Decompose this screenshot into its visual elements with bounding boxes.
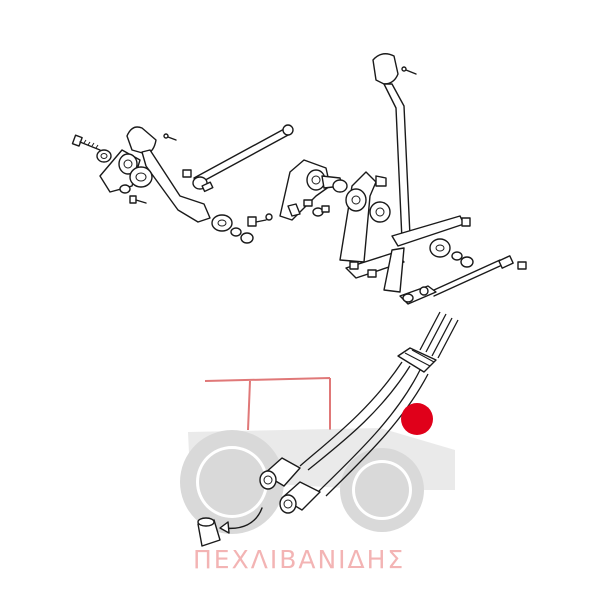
cable-end-fitting-1 xyxy=(259,457,301,490)
right-lever-assembly xyxy=(339,53,527,305)
lever-knob-right xyxy=(372,53,399,85)
left-lever-assembly xyxy=(71,124,294,244)
bolt-small xyxy=(129,195,147,204)
watermark-frame xyxy=(204,377,331,431)
cable-cap xyxy=(197,517,221,547)
watermark-front-wheel xyxy=(340,448,424,532)
screw-left xyxy=(163,133,177,141)
nut xyxy=(119,184,131,194)
callout-marker[interactable] xyxy=(401,403,433,435)
washer-large xyxy=(129,166,153,188)
control-rod-upper xyxy=(193,127,291,185)
cable-a xyxy=(299,361,403,467)
cable-b xyxy=(317,369,421,493)
watermark-text: ΠΕΧΛΙΒΑΝΙΔΗΣ xyxy=(193,545,405,574)
lower-bar xyxy=(345,251,405,279)
middle-pivot-assembly xyxy=(279,159,348,221)
bolt-left xyxy=(71,134,101,151)
lever-knob-left xyxy=(126,126,157,155)
screw-right xyxy=(401,66,417,75)
bolt-lower xyxy=(247,216,267,227)
control-cables xyxy=(197,311,459,547)
watermark-tractor-logo: ΠΕΧΛΙΒΑΝΙΔΗΣ xyxy=(180,377,455,574)
cable-end-fitting-2 xyxy=(279,481,321,514)
washer-lower xyxy=(211,214,233,232)
watermark-rear-wheel xyxy=(180,430,284,534)
washer xyxy=(96,149,112,163)
clip xyxy=(182,169,192,178)
lever-arm-left xyxy=(141,149,211,223)
